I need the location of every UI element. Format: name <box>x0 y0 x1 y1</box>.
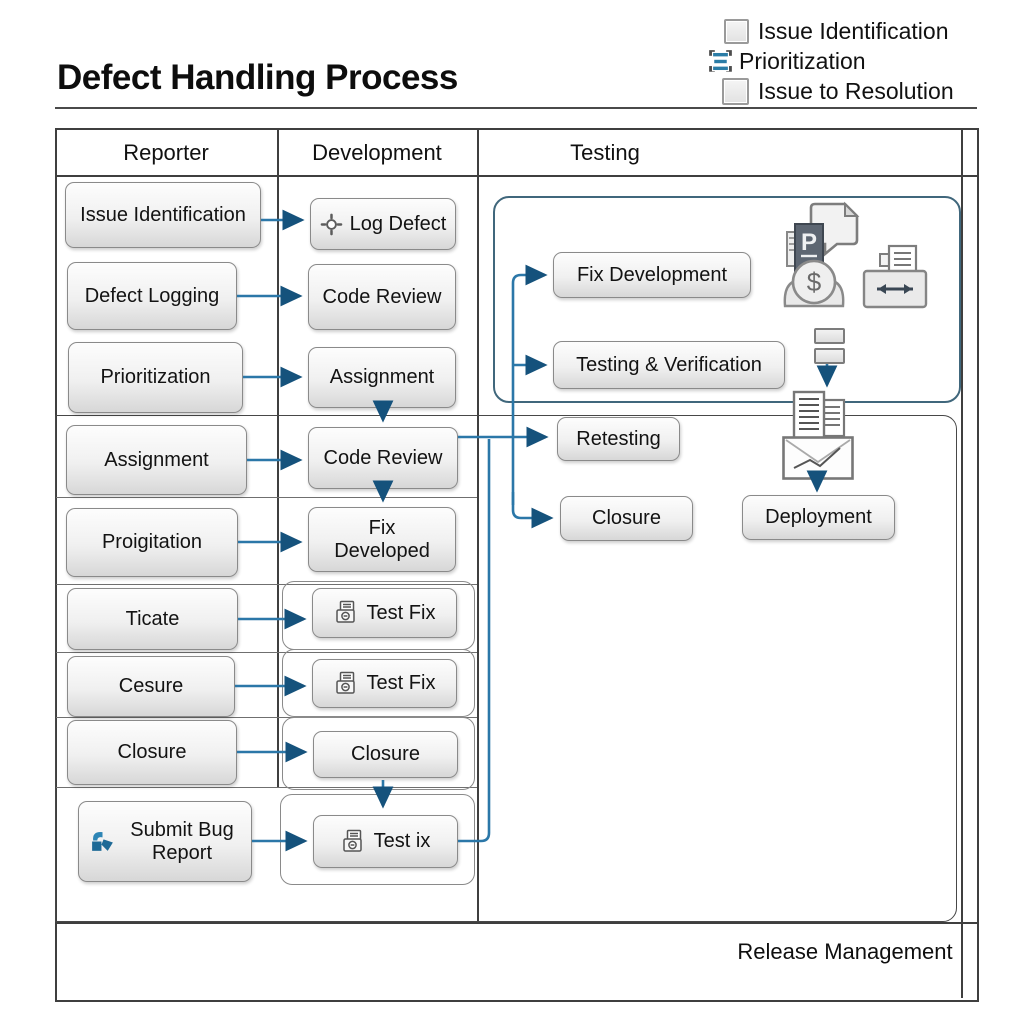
row-divider <box>56 652 477 654</box>
svg-text:$: $ <box>807 267 822 297</box>
legend-item-issue-to-resolution: Issue to Resolution <box>722 78 954 105</box>
node-label: Assignment <box>329 366 435 388</box>
checkbox-square-icon <box>724 19 749 44</box>
transfer-tray-icon <box>860 244 932 312</box>
lane-header-reporter: Reporter <box>123 140 209 165</box>
node-fix-developed: Fix Developed <box>308 507 456 572</box>
printer-icon <box>341 829 367 855</box>
node-submit-bug-report: Submit Bug Report <box>78 801 252 882</box>
legend-label: Prioritization <box>739 48 866 74</box>
title-underline <box>55 107 977 109</box>
node-cesure: Cesure <box>67 656 235 717</box>
node-closure-reporter: Closure <box>67 720 237 785</box>
node-label: Ticate <box>125 607 180 630</box>
testing-container-lower <box>55 415 957 922</box>
node-label: Closure <box>117 741 187 763</box>
lane-header-development: Development <box>312 140 442 165</box>
node-label: Test Fix <box>366 672 436 694</box>
node-assignment-dev: Assignment <box>308 347 456 408</box>
node-test-fix-2: Test Fix <box>312 659 457 708</box>
bug-reporter-icon <box>89 828 116 855</box>
defect-marker-icon <box>320 213 343 236</box>
queue-items-icon <box>814 328 845 344</box>
node-deployment: Deployment <box>742 495 895 540</box>
envelope-report-icon <box>782 436 854 480</box>
node-label: Closure <box>592 507 661 529</box>
row-divider <box>56 717 477 719</box>
node-label: Submit Bug Report <box>130 818 234 864</box>
node-prioritization: Prioritization <box>68 342 243 413</box>
node-label: Defect Logging <box>84 284 220 307</box>
lane-divider-right <box>961 128 963 998</box>
lane-header-testing: Testing <box>570 140 640 165</box>
node-label: Retesting <box>576 427 661 450</box>
queue-items-icon <box>814 348 845 364</box>
node-code-review-1: Code Review <box>308 264 456 330</box>
node-issue-identification: Issue Identification <box>65 182 261 248</box>
row-divider <box>56 497 477 499</box>
node-label: Code Review <box>322 285 442 308</box>
node-closure-testing: Closure <box>560 496 693 541</box>
node-fix-development: Fix Development <box>553 252 751 298</box>
printer-icon <box>334 600 360 626</box>
legend-label: Issue to Resolution <box>758 78 954 104</box>
node-testing-verification: Testing & Verification <box>553 341 785 389</box>
node-label: Testing & Verification <box>576 353 762 376</box>
node-defect-logging: Defect Logging <box>67 262 237 330</box>
node-closure-dev: Closure <box>313 731 458 778</box>
node-ticate: Ticate <box>67 588 238 650</box>
node-label: Proigitation <box>101 531 203 553</box>
node-label: Assignment <box>104 448 209 471</box>
printer-icon <box>334 671 360 697</box>
node-label: Prioritization <box>100 366 211 388</box>
document-stack-icon <box>786 390 848 442</box>
node-assignment-reporter: Assignment <box>66 425 247 495</box>
node-log-defect: Log Defect <box>310 198 456 250</box>
node-test-fix-1: Test Fix <box>312 588 457 638</box>
node-test-ix: Test ix <box>313 815 458 868</box>
lane-divider-reporter-development <box>277 128 279 788</box>
node-proigitation: Proigitation <box>66 508 238 577</box>
page-title: Defect Handling Process <box>57 58 458 97</box>
node-label: Fix Development <box>576 263 728 286</box>
row-divider <box>56 584 477 586</box>
checkbox-square-icon <box>722 78 749 105</box>
node-label: Test ix <box>373 830 431 852</box>
release-band-divider <box>55 922 977 924</box>
testing-container-upper <box>493 196 961 403</box>
lane-header-release-management: Release Management <box>737 939 953 964</box>
node-retesting: Retesting <box>557 417 680 461</box>
legend-item-prioritization: Prioritization <box>708 48 866 75</box>
node-label: Test Fix <box>366 601 436 624</box>
svg-text:P: P <box>801 229 817 256</box>
node-label: Cesure <box>118 675 184 697</box>
header-divider <box>55 175 977 177</box>
swimlane-frame <box>55 128 979 1002</box>
node-code-review-2: Code Review <box>308 427 458 489</box>
row-divider <box>56 787 477 789</box>
node-label: Log Defect <box>349 212 447 235</box>
priority-cost-document-icon: P $ <box>775 198 871 310</box>
node-label: Closure <box>351 743 420 765</box>
node-label: Issue Identification <box>80 203 246 226</box>
node-label: Deployment <box>765 506 872 528</box>
node-label: Fix Developed <box>334 516 430 562</box>
legend-item-issue-identification: Issue Identification <box>724 18 949 45</box>
priority-list-icon <box>708 49 733 74</box>
node-label: Code Review <box>323 446 443 469</box>
legend-label: Issue Identification <box>758 18 949 44</box>
